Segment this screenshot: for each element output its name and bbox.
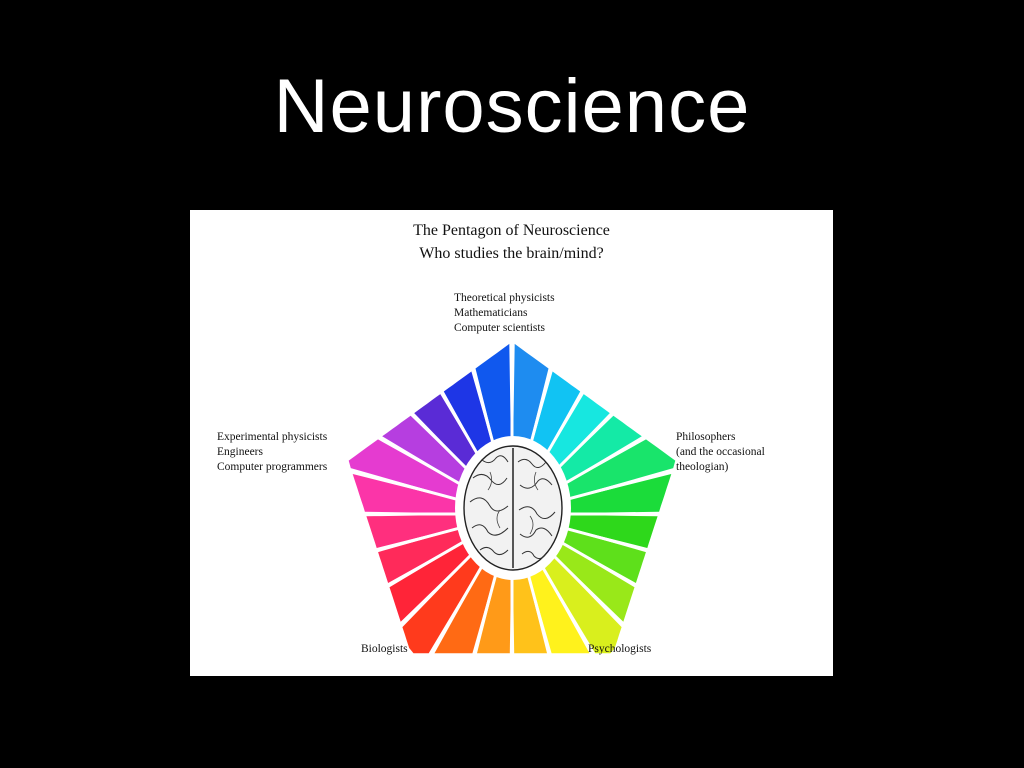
label-bottom-left: Biologists [361, 643, 408, 655]
brain-icon [463, 445, 563, 571]
label-bottom-right: Psychologists [588, 643, 652, 655]
figure-title: The Pentagon of Neuroscience [413, 222, 610, 239]
label-top-line: Computer scientists [454, 322, 546, 334]
label-top: Theoretical physicists Mathematicians Co… [454, 291, 555, 336]
label-top-line: Mathematicians [454, 307, 528, 319]
pentagon-diagram [348, 342, 676, 654]
label-right-line: Philosophers [676, 431, 736, 443]
label-left-line: Computer programmers [217, 461, 328, 473]
label-right-line: theologian) [676, 461, 729, 473]
slide-title: Neuroscience [273, 64, 751, 149]
label-right-line: (and the occasional [676, 446, 765, 458]
label-left: Experimental physicists Engineers Comput… [217, 430, 327, 475]
figure-subtitle: Who studies the brain/mind? [419, 245, 604, 262]
pentagon-figure: The Pentagon of Neuroscience Who studies… [190, 210, 833, 676]
label-left-line: Engineers [217, 446, 263, 458]
label-left-line: Experimental physicists [217, 431, 328, 443]
label-right: Philosophers (and the occasional theolog… [676, 430, 765, 475]
label-top-line: Theoretical physicists [454, 292, 555, 304]
